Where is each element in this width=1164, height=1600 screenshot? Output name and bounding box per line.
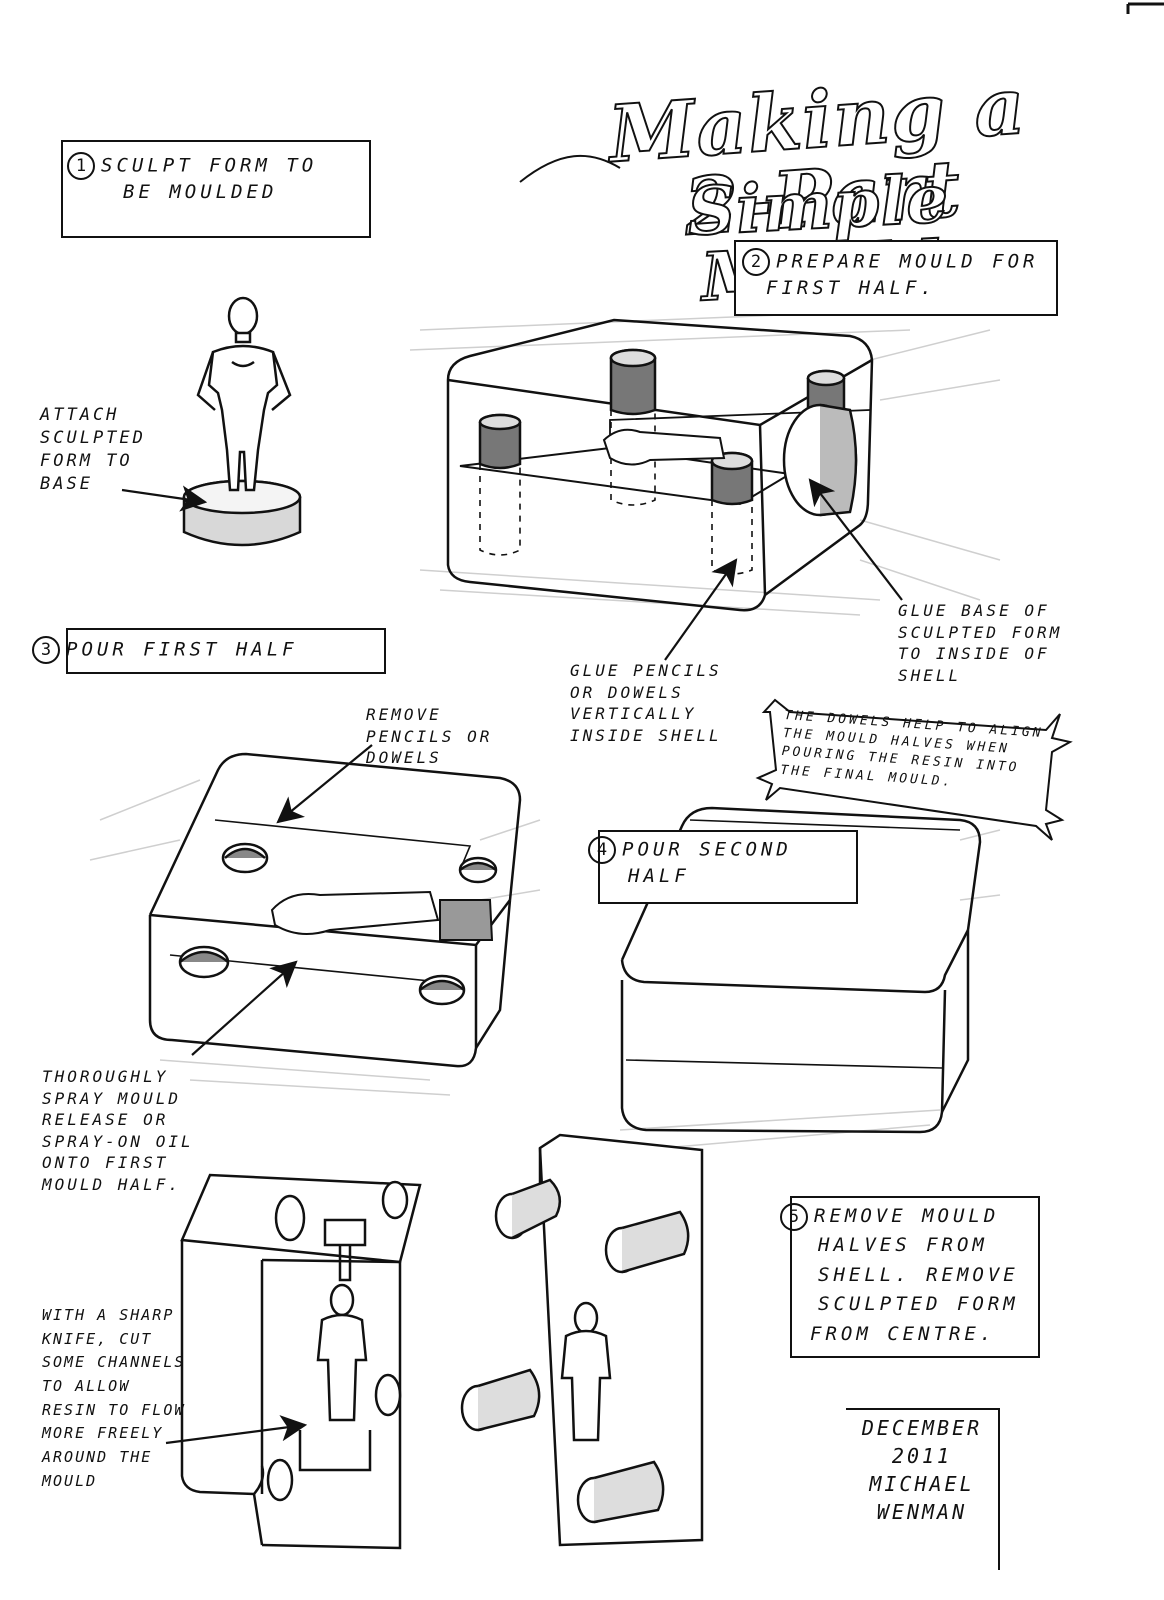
mould-half-with-dowels [460, 1133, 704, 1547]
annotation-attach: Attach sculpted form to base [40, 405, 146, 494]
step-1-number: 1 [67, 152, 95, 180]
sculpted-figure-on-base [182, 296, 302, 547]
arrow-glue-pencils [664, 558, 738, 661]
arrow-channels [165, 1415, 308, 1445]
annotation-glue-base: Glue base of sculpted form to inside of … [898, 601, 1063, 685]
step-3-number: 3 [32, 636, 60, 664]
step-5-line-3: shell. Remove [818, 1263, 1019, 1286]
annotation-glue-pencils: Glue pencils or dowels vertically inside… [570, 661, 722, 745]
step-4-line-1: Pour second [622, 838, 792, 861]
annotation-remove-pencils: Remove pencils or dowels [366, 705, 493, 768]
mould-shell-poured-first-half [89, 752, 541, 1096]
mould-shell-poured-second-half [619, 806, 1001, 1151]
step-5-line-5: from centre. [810, 1322, 996, 1345]
step-2-number: 2 [742, 248, 770, 276]
step-5-number: 5 [780, 1202, 808, 1231]
mould-half-with-channels [180, 1173, 422, 1550]
signature-name-1: Michael [869, 1472, 975, 1496]
step-5-line-4: sculpted form [818, 1293, 1019, 1316]
step-5-box: 5Remove mould halves from shell. Remove … [780, 1196, 1040, 1358]
arrow-glue-base [808, 478, 903, 601]
step-2-box: 2 Prepare mould for first half. [734, 240, 1058, 316]
step-3-line-1: Pour first half [66, 638, 298, 661]
step-4-number: 4 [588, 836, 616, 864]
step-5-line-2: halves from [818, 1234, 988, 1257]
signature-name-2: Wenman [876, 1500, 968, 1524]
step-5-line-1: Remove mould [814, 1205, 1000, 1227]
signature-date-1: December [861, 1416, 983, 1440]
step-4-box: 4 Pour second half [588, 830, 858, 904]
step-1-line-2: be moulded [123, 181, 278, 203]
arrow-spray [191, 960, 298, 1056]
step-2-line-2: first half. [766, 277, 936, 299]
annotation-spray: Thoroughly spray mould release or spray-… [42, 1067, 194, 1194]
arrow-remove-pencils [276, 744, 373, 824]
step-2-line-1: Prepare mould for [776, 250, 1039, 273]
step-1-line-1: Sculpt form to [101, 154, 318, 177]
step-4-line-2: half [628, 865, 690, 887]
annotation-channels: With a sharp knife, cut some channels to… [42, 1306, 186, 1490]
step-1-box: 1 Sculpt form to be moulded [61, 140, 371, 238]
dowels-note-frame [755, 698, 1073, 841]
arrow-attach [121, 485, 208, 512]
signature-box: December 2011 Michael Wenman [846, 1408, 1000, 1570]
step-3-box: 3 Pour first half [32, 628, 386, 674]
signature-date-2: 2011 [891, 1444, 953, 1468]
mould-shell-first-half [409, 309, 1001, 616]
